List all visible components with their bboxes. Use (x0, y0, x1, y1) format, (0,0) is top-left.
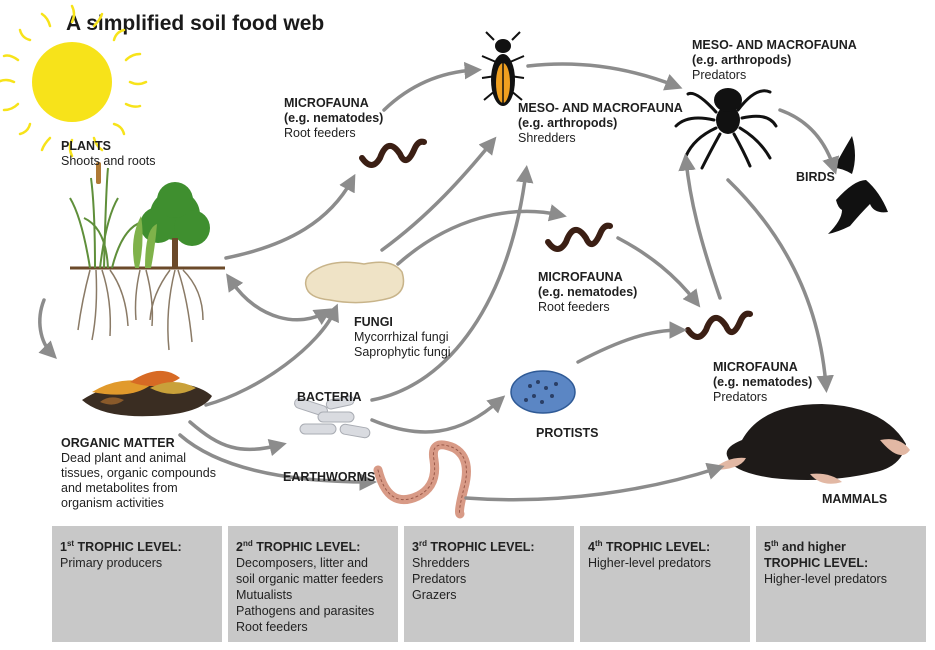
microfauna-root-mid-desc: Root feeders (538, 300, 610, 314)
beetle-icon (481, 31, 525, 106)
sun-icon (0, 4, 148, 158)
earthworms-title: EARTHWORMS (283, 470, 376, 484)
trophic-level-4-heading: 4th TROPHIC LEVEL: (588, 539, 711, 555)
organic-matter-illustration (82, 370, 212, 417)
microfauna-root-mid-label: MICROFAUNA (e.g. nematodes) Root feeders (538, 270, 637, 315)
food-web-arrows (38, 61, 840, 502)
trophic-level-2-item: Decomposers, litter and (236, 556, 369, 571)
meso-predators-label: MESO- AND MACROFAUNA (e.g. arthropods) P… (692, 38, 857, 83)
microfauna-predators-desc: Predators (713, 390, 768, 404)
organic-matter-desc-4: organism activities (61, 496, 164, 510)
fungi-title: FUNGI (354, 315, 393, 329)
bacteria-label: BACTERIA (297, 390, 362, 405)
earthworms-label: EARTHWORMS (283, 470, 375, 485)
trophic-level-3-item: Grazers (412, 588, 457, 603)
trophic-level-4-panel: 4th TROPHIC LEVEL: Higher-level predator… (580, 526, 750, 642)
organic-matter-desc-1: Dead plant and animal (61, 451, 187, 465)
meso-predators-desc: Predators (692, 68, 747, 82)
microfauna-root-top-label: MICROFAUNA (e.g. nematodes) Root feeders (284, 96, 383, 141)
trophic-level-2-item: Root feeders (236, 620, 308, 635)
meso-predators-sub: (e.g. arthropods) (692, 53, 792, 67)
fungi-desc-1: Mycorrhizal fungi (354, 330, 449, 344)
meso-shredders-desc: Shredders (518, 131, 576, 145)
nematode-icon-root-top (359, 138, 427, 168)
plants-title: PLANTS (61, 139, 111, 153)
plants-illustration (69, 162, 225, 351)
trophic-level-2-item: Mutualists (236, 588, 293, 603)
organic-matter-desc-2: tissues, organic compounds (61, 466, 216, 480)
mammals-title: MAMMALS (822, 492, 888, 506)
organic-matter-title: ORGANIC MATTER (61, 436, 175, 450)
microfauna-predators-sub: (e.g. nematodes) (713, 375, 813, 389)
protists-title: PROTISTS (536, 426, 599, 440)
trophic-level-5-item: Higher-level predators (764, 572, 887, 587)
trophic-level-5-panel: 5th and higher TROPHIC LEVEL: Higher-lev… (756, 526, 926, 642)
trophic-level-3-item: Predators (412, 572, 467, 587)
microfauna-root-top-sub: (e.g. nematodes) (284, 111, 384, 125)
trophic-level-2-item: Pathogens and parasites (236, 604, 375, 619)
trophic-level-2-item: soil organic matter feeders (236, 572, 384, 587)
plants-label: PLANTS Shoots and roots (61, 139, 156, 169)
microfauna-root-top-desc: Root feeders (284, 126, 356, 140)
trophic-level-3-heading: 3rd TROPHIC LEVEL: (412, 539, 535, 555)
trophic-level-5-heading-2: TROPHIC LEVEL: (764, 556, 869, 571)
microfauna-root-mid-sub: (e.g. nematodes) (538, 285, 638, 299)
mole-illustration (712, 404, 910, 484)
trophic-level-3-item: Shredders (412, 556, 470, 571)
organic-matter-label: ORGANIC MATTER Dead plant and animal tis… (61, 436, 216, 511)
meso-predators-title: MESO- AND MACROFAUNA (692, 38, 857, 52)
bacteria-illustration (294, 395, 371, 439)
meso-shredders-label: MESO- AND MACROFAUNA (e.g. arthropods) S… (518, 101, 683, 146)
trophic-level-4-item: Higher-level predators (588, 556, 711, 571)
nematode-icon-predators (685, 310, 753, 340)
fungi-desc-2: Saprophytic fungi (354, 345, 451, 359)
microfauna-predators-title: MICROFAUNA (713, 360, 798, 374)
page-title: A simplified soil food web (66, 12, 325, 35)
trophic-level-2-heading: 2nd TROPHIC LEVEL: (236, 539, 361, 555)
fungi-label: FUNGI Mycorrhizal fungi Saprophytic fung… (354, 315, 451, 360)
microfauna-root-top-title: MICROFAUNA (284, 96, 369, 110)
plants-desc: Shoots and roots (61, 154, 156, 168)
meso-shredders-sub: (e.g. arthropods) (518, 116, 618, 130)
trophic-level-1-item: Primary producers (60, 556, 163, 571)
protist-illustration (510, 370, 576, 414)
meso-shredders-title: MESO- AND MACROFAUNA (518, 101, 683, 115)
spider-icon (674, 88, 778, 170)
microfauna-root-mid-title: MICROFAUNA (538, 270, 623, 284)
protists-label: PROTISTS (536, 426, 599, 441)
trophic-level-1-heading: 1st TROPHIC LEVEL: (60, 539, 182, 555)
mammals-label: MAMMALS (822, 492, 887, 507)
trophic-level-3-panel: 3rd TROPHIC LEVEL: Shredders Predators G… (404, 526, 574, 642)
trophic-level-1-panel: 1st TROPHIC LEVEL: Primary producers (52, 526, 222, 642)
birds-title: BIRDS (796, 170, 835, 184)
organic-matter-desc-3: and metabolites from (61, 481, 178, 495)
fungi-illustration (304, 261, 405, 304)
bacteria-title: BACTERIA (297, 390, 362, 404)
microfauna-predators-label: MICROFAUNA (e.g. nematodes) Predators (713, 360, 812, 405)
trophic-level-5-heading: 5th and higher (764, 539, 846, 555)
nematode-icon-root-mid (545, 222, 613, 252)
bird-icon (828, 136, 888, 234)
trophic-level-2-panel: 2nd TROPHIC LEVEL: Decomposers, litter a… (228, 526, 398, 642)
birds-label: BIRDS (796, 170, 835, 185)
earthworm-illustration (373, 440, 471, 519)
